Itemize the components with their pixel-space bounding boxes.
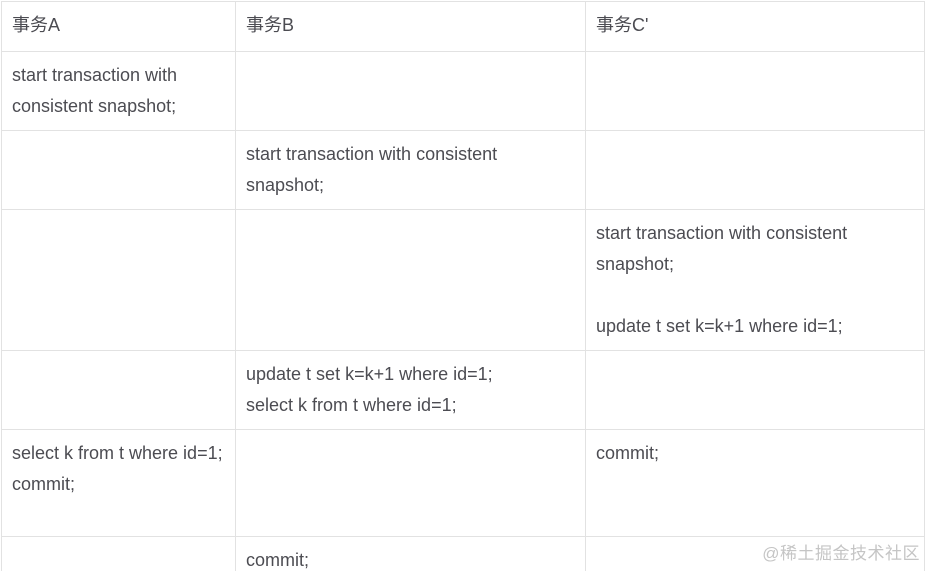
table-row-2: start transaction with consistent snapsh…	[1, 130, 925, 210]
column-header-transaction-a: 事务A	[1, 1, 236, 52]
table-row-6: commit;	[1, 536, 925, 571]
cell-r6-transaction-a	[1, 536, 236, 571]
table-row-4: update t set k=k+1 where id=1; select k …	[1, 350, 925, 430]
table-row-5: select k from t where id=1; commit; comm…	[1, 429, 925, 537]
cell-r1-transaction-a: start transaction with consistent snapsh…	[1, 51, 236, 131]
cell-r6-transaction-b: commit;	[235, 536, 586, 571]
cell-r6-transaction-c	[585, 536, 925, 571]
column-header-transaction-c: 事务C'	[585, 1, 925, 52]
cell-r4-transaction-c	[585, 350, 925, 430]
cell-r3-transaction-c: start transaction with consistent snapsh…	[585, 209, 925, 351]
table-row-3: start transaction with consistent snapsh…	[1, 209, 925, 351]
cell-r4-transaction-a	[1, 350, 236, 430]
table-row-1: start transaction with consistent snapsh…	[1, 51, 925, 131]
cell-r4-transaction-b: update t set k=k+1 where id=1; select k …	[235, 350, 586, 430]
cell-r5-transaction-a: select k from t where id=1; commit;	[1, 429, 236, 537]
cell-r2-transaction-b: start transaction with consistent snapsh…	[235, 130, 586, 210]
cell-r3-transaction-a	[1, 209, 236, 351]
cell-r2-transaction-a	[1, 130, 236, 210]
cell-r1-transaction-c	[585, 51, 925, 131]
cell-r3-transaction-b	[235, 209, 586, 351]
column-header-transaction-b: 事务B	[235, 1, 586, 52]
cell-r2-transaction-c	[585, 130, 925, 210]
cell-r1-transaction-b	[235, 51, 586, 131]
header-row: 事务A 事务B 事务C'	[1, 1, 925, 52]
cell-r5-transaction-c: commit;	[585, 429, 925, 537]
watermark: @稀土掘金技术社区	[762, 544, 920, 563]
cell-r5-transaction-b	[235, 429, 586, 537]
